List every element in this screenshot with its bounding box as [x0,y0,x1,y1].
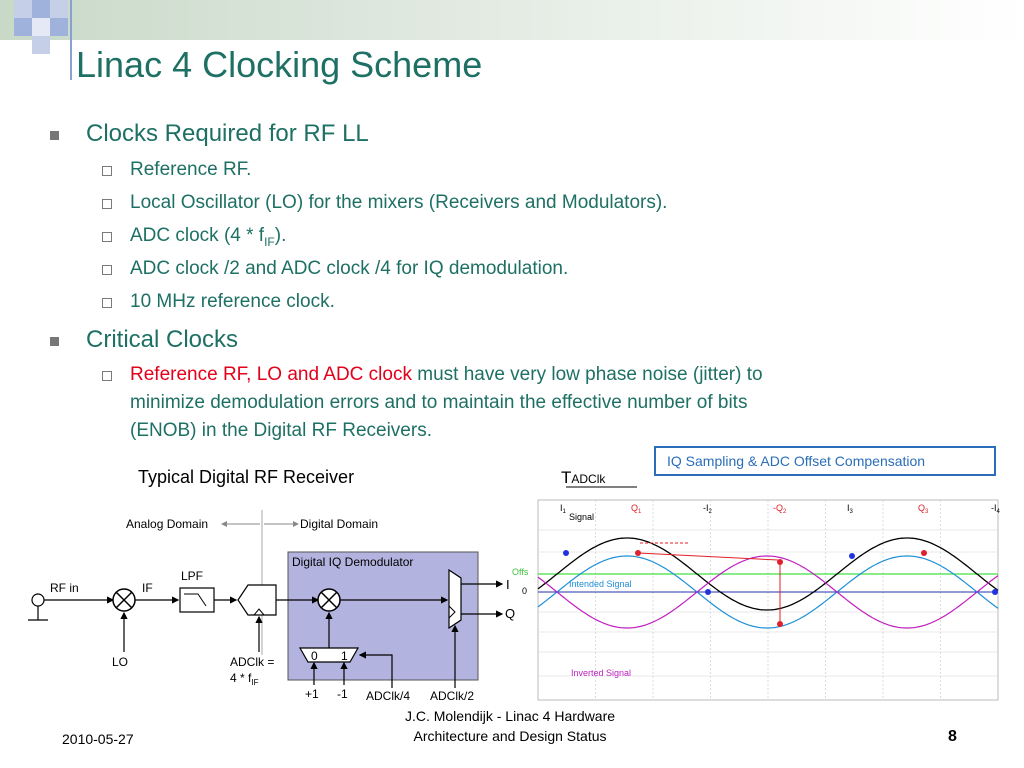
sign-mux-icon [298,647,360,663]
sampling-curves [537,537,999,629]
out-i-label: I [506,577,510,592]
rf-in-label: RF in [50,581,79,595]
sub-bullet-adc-clock: ADC clock (4 * fIF). [130,225,286,249]
sub-bullet-adc-clock-div: ADC clock /2 and ADC clock /4 for IQ dem… [130,258,569,279]
decor-square [50,0,68,18]
sample-label: -I4 [991,503,1001,515]
minus1-label: -1 [337,687,348,701]
header-gradient-bar [0,0,1024,40]
sub-bullet-marker [102,232,112,242]
adclk4-label: ADClk/4 [366,689,410,703]
out-q-label: Q [505,606,515,621]
adc-label-line2: 4 * fIF [230,671,259,687]
zero-label: 0 [522,586,527,596]
footer-author-line2: Architecture and Design Status [413,728,607,744]
adc-clock-marker [253,608,265,616]
mux-1-label: 1 [341,649,348,663]
t-adclk-label: TADClk [561,468,606,487]
decor-square [14,0,32,18]
adclk2-label: ADClk/2 [430,689,474,703]
iq-demux-icon [448,568,462,630]
mixer-cross [320,591,338,609]
demux-marker [448,605,456,619]
decor-square [32,36,50,54]
sub-bullet-critical-line-3: (ENOB) in the Digital RF Receivers. [130,420,432,441]
decor-square [32,18,50,36]
iq-demodulator-label: Digital IQ Demodulator [292,555,413,569]
footer-author-line1: J.C. Molendijk - Linac 4 Hardware [404,708,616,724]
mux-0-label: 0 [311,649,318,663]
lo-label: LO [112,655,128,669]
adclk4-wire [358,651,393,688]
zero-sample-point [705,589,711,595]
intended-label: Intended Signal [569,579,632,589]
bullet-clocks-required: Clocks Required for RF LL [86,120,369,147]
sample-label: -I2 [703,503,713,515]
sub-bullet-critical-line-1: Reference RF, LO and ADC clock must have… [130,364,763,386]
mixer-cross [115,591,133,609]
footer-date: 2010-05-27 [62,731,134,747]
sample-label: I1 [560,503,567,515]
zero-sample-point [563,550,569,556]
sub-bullet-marker [102,199,112,209]
plus1-label: +1 [305,687,319,701]
sub-bullet-reference-rf: Reference RF. [130,159,252,180]
sample-point [777,621,783,627]
sampling-title: IQ Sampling & ADC Offset Compensation [667,453,925,469]
sub-bullet-marker [102,166,112,176]
receiver-title: Typical Digital RF Receiver [138,467,354,487]
intended-signal-curve [537,555,999,629]
page-number: 8 [948,728,957,745]
decor-vertical-line [70,0,72,80]
adc-clock-tail: ). [274,225,287,246]
analog-domain-label: Analog Domain [126,517,208,531]
lpf-box [179,587,215,613]
offset-label: Offs [512,567,529,577]
lpf-curve-icon [184,593,207,607]
signal-curve [537,537,999,611]
sub-bullet-critical-line-2: minimize demodulation errors and to main… [130,392,748,413]
sampling-title-box [654,446,996,476]
sub-bullet-marker [102,371,112,381]
bullet-marker [50,131,59,140]
page-title: Linac 4 Clocking Scheme [76,44,483,85]
adc-clock-subscript: IF [264,234,275,249]
bullet-marker [50,337,59,346]
inverted-label: Inverted Signal [571,668,631,678]
sample-label: I3 [847,503,854,515]
adc-clock-text: ADC clock (4 * f [130,225,265,246]
adc-label-line1: ADClk = [230,655,274,669]
sample-point [777,559,783,565]
sample-label: Q1 [631,503,642,515]
sample-point [921,550,927,556]
inverted-signal-curve [537,555,999,629]
critical-rest-1: must have very low phase noise (jitter) … [411,364,763,385]
signal-label: Signal [569,512,594,522]
decor-square [50,18,68,36]
sub-bullet-marker [102,298,112,308]
digital-domain-label: Digital Domain [300,517,378,531]
sample-label: Q3 [918,503,929,515]
zero-sample-point [992,589,998,595]
decor-square [32,0,50,18]
bullet-critical-clocks: Critical Clocks [86,326,239,353]
zero-sample-point [849,553,855,559]
if-label: IF [142,581,153,595]
decor-square [14,18,32,36]
sub-bullet-marker [102,265,112,275]
sub-bullet-10mhz: 10 MHz reference clock. [130,291,335,312]
correction-arrow [637,552,779,561]
lpf-label: LPF [181,569,203,583]
sub-bullet-local-oscillator: Local Oscillator (LO) for the mixers (Re… [130,192,668,213]
critical-highlight: Reference RF, LO and ADC clock [130,364,412,385]
